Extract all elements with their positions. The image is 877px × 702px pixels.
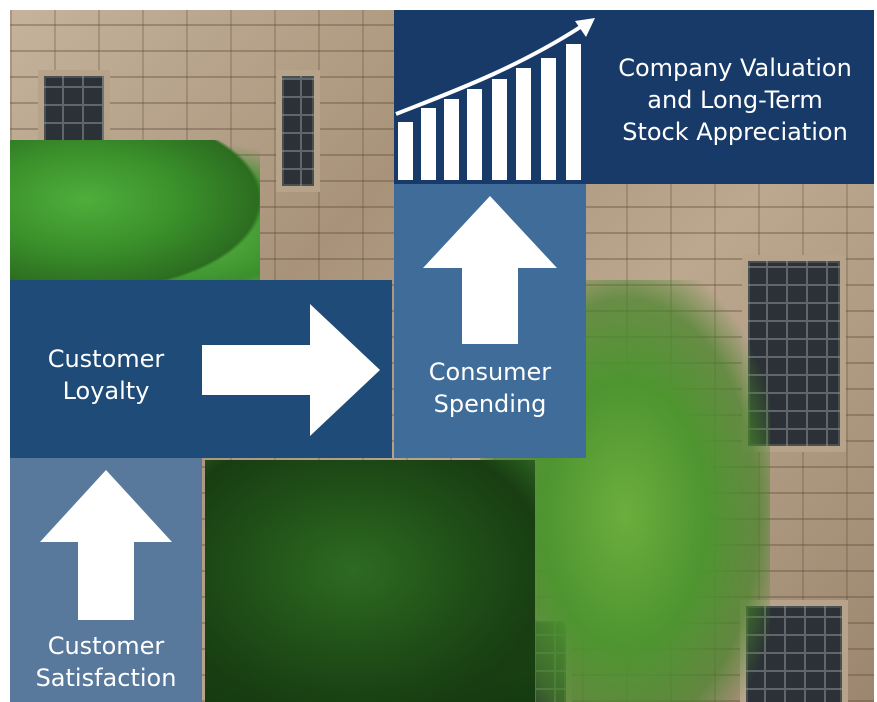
loyalty-label: Customer Loyalty bbox=[20, 343, 192, 407]
loyalty-label-line1: Customer bbox=[47, 345, 165, 373]
spending-label-line1: Consumer bbox=[428, 358, 552, 386]
satisfaction-label-line1: Customer bbox=[47, 632, 165, 660]
valuation-label-line3: Stock Appreciation bbox=[622, 118, 848, 146]
loyalty-label-line2: Loyalty bbox=[62, 377, 150, 405]
loyalty-arrow-right-icon bbox=[202, 304, 380, 436]
valuation-label-line2: and Long-Term bbox=[647, 86, 823, 114]
window-top-middle bbox=[276, 70, 320, 192]
satisfaction-label-line2: Satisfaction bbox=[35, 664, 177, 692]
valuation-label: Company Valuation and Long-Term Stock Ap… bbox=[604, 52, 866, 148]
spending-label: Consumer Spending bbox=[394, 356, 586, 420]
satisfaction-arrow-up-icon bbox=[40, 470, 172, 620]
tree-bottom bbox=[205, 460, 535, 702]
spending-arrow-up-icon bbox=[423, 196, 557, 344]
satisfaction-label: Customer Satisfaction bbox=[10, 630, 202, 694]
tree-left bbox=[10, 140, 260, 290]
spending-label-line2: Spending bbox=[433, 390, 547, 418]
growth-bar-chart-icon bbox=[395, 18, 595, 180]
valuation-label-line1: Company Valuation bbox=[618, 54, 852, 82]
